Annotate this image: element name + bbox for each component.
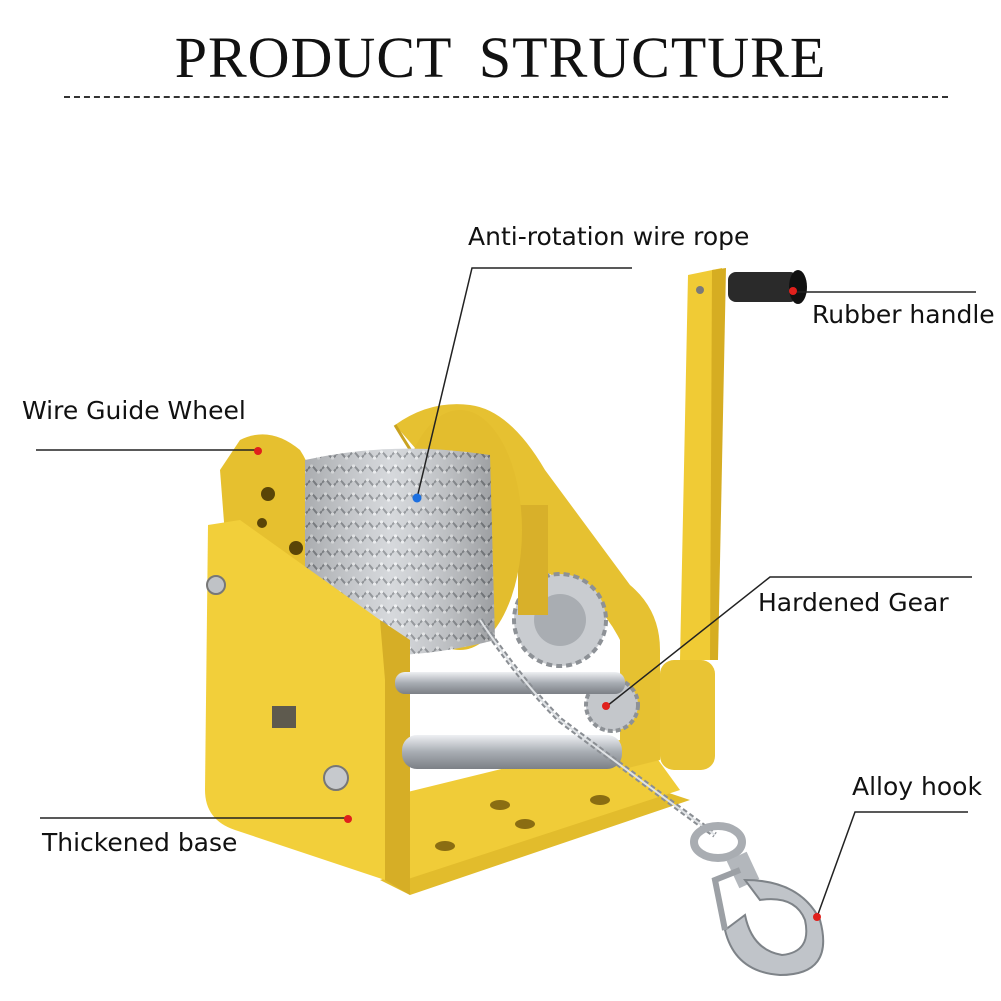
alloy-hook <box>690 822 825 977</box>
marker-base <box>344 815 352 823</box>
marker-handle <box>789 287 797 295</box>
marker-hook <box>813 913 821 921</box>
label-wire-guide-wheel: Wire Guide Wheel <box>22 396 246 425</box>
crank-handle <box>680 268 807 660</box>
leader-gear <box>606 576 972 707</box>
leader-lines <box>36 267 976 918</box>
gear-train <box>512 505 640 733</box>
support-rods <box>395 672 625 769</box>
leader-wire-rope <box>416 267 632 499</box>
marker-wire-rope <box>412 493 422 503</box>
page-title: PRODUCT STRUCTURE <box>174 25 827 90</box>
marker-guide-wheel <box>254 447 262 455</box>
title-divider <box>64 96 948 98</box>
label-anti-rotation-wire-rope: Anti-rotation wire rope <box>468 222 750 251</box>
label-alloy-hook: Alloy hook <box>852 772 982 801</box>
leader-hook <box>816 811 968 918</box>
label-rubber-handle: Rubber handle <box>812 300 995 329</box>
label-hardened-gear: Hardened Gear <box>758 588 949 617</box>
marker-gear <box>602 702 610 710</box>
label-thickened-base: Thickened base <box>42 828 238 857</box>
base-plate <box>375 735 690 895</box>
wire-rope-lead <box>477 618 717 838</box>
